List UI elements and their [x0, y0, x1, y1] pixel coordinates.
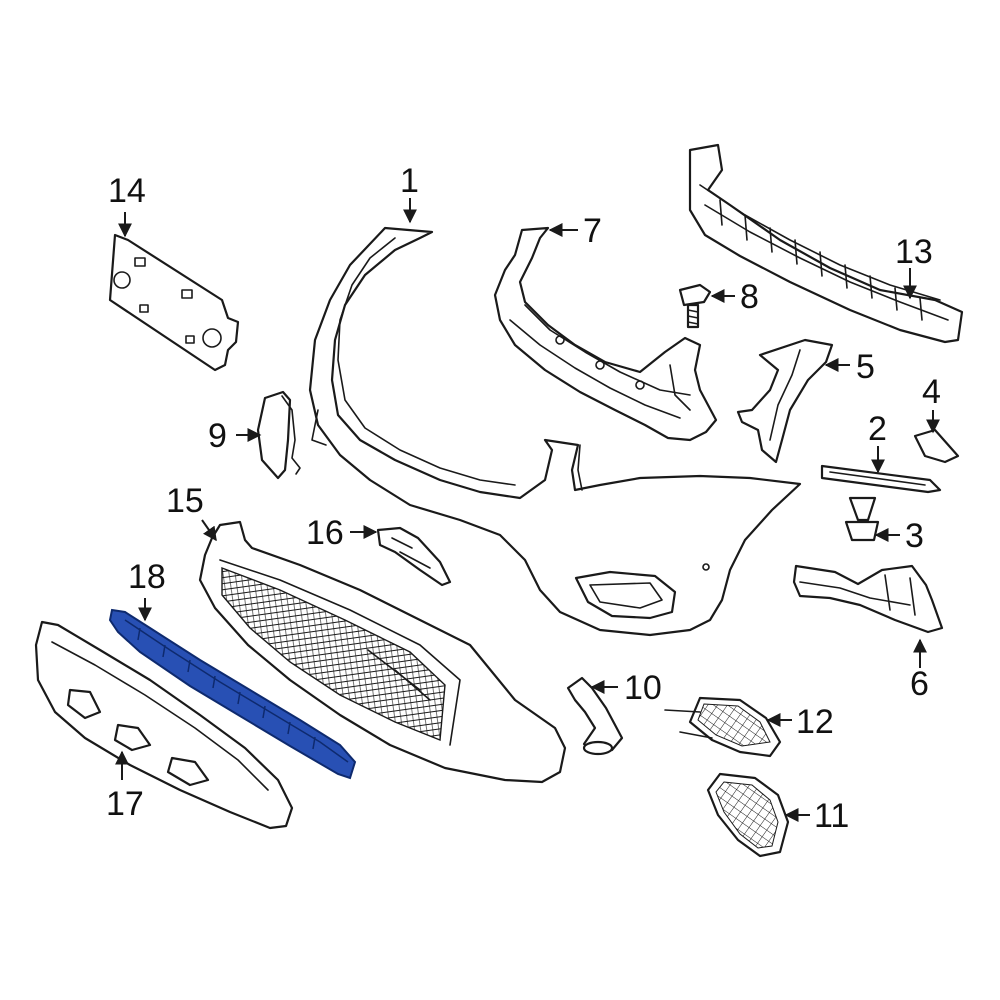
callout-17: 17: [106, 785, 144, 823]
part-15-lower-grille-frame: [198, 520, 567, 784]
part-18-reinforcement-highlighted: [108, 608, 357, 780]
callout-9: 9: [208, 417, 227, 455]
callout-7: 7: [583, 212, 602, 250]
callout-labels: 1 7 8 13 5 4 2 3 6 9 10 12 11 14 15 16 1…: [106, 162, 941, 835]
callout-16: 16: [306, 514, 344, 552]
callout-4: 4: [922, 373, 941, 411]
part-4-small-cover: [913, 428, 960, 464]
callout-13: 13: [895, 233, 933, 271]
callout-1: 1: [400, 162, 419, 200]
callout-10: 10: [624, 669, 662, 707]
callout-14: 14: [108, 172, 146, 210]
part-5-side-bracket: [736, 338, 834, 464]
part-7-upper-support: [493, 226, 718, 442]
callout-3: 3: [905, 517, 924, 555]
callout-6: 6: [910, 665, 929, 703]
part-17-lower-trim: [34, 620, 294, 830]
part-2-trim-strip: [820, 464, 942, 494]
part-11-round-grille: [706, 772, 790, 858]
part-13-impact-absorber: [688, 143, 964, 344]
part-12-fog-grille: [664, 696, 782, 758]
callout-11: 11: [814, 797, 849, 835]
callout-2: 2: [868, 410, 887, 448]
callout-8: 8: [740, 278, 759, 316]
callout-12: 12: [796, 703, 834, 741]
part-1-bumper-cover: [308, 226, 802, 637]
part-10-small-mount: [566, 676, 624, 756]
part-16-small-bracket: [376, 526, 452, 587]
leader-arrows: [115, 198, 940, 822]
part-8-bolt: [678, 283, 712, 329]
callout-5: 5: [856, 348, 875, 386]
callout-15: 15: [166, 482, 204, 520]
part-9-cover-cap: [256, 390, 301, 480]
callout-18: 18: [128, 558, 166, 596]
part-3-push-clip: [844, 496, 880, 542]
part-14-license-bracket: [108, 233, 240, 372]
part-6-lower-side-bracket: [792, 564, 944, 634]
